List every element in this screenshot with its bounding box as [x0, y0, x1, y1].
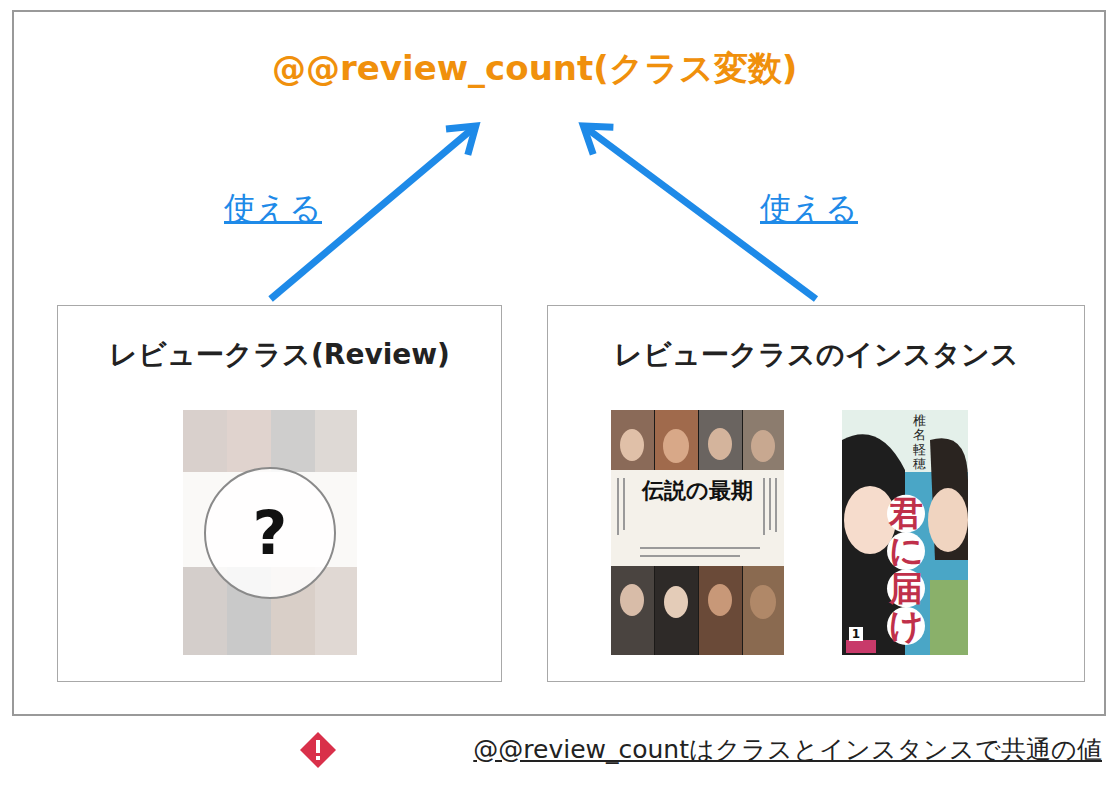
edge-label: 使える [222, 187, 324, 231]
manga-title: 君に届け [889, 495, 923, 645]
volume-number: 1 [849, 627, 863, 641]
arrow-head [583, 126, 613, 154]
class-variable-title: @@review_count(クラス変数) [266, 44, 804, 94]
edge-label: 使える [758, 187, 860, 231]
manga-author: 椎名軽穂 [913, 414, 926, 471]
arrow-head [446, 126, 476, 155]
manga-cover [842, 410, 968, 655]
class-box: レビュークラスのインスタンス [547, 305, 1085, 682]
question-mark: ? [220, 493, 320, 573]
box-heading: レビュークラスのインスタンス [548, 336, 1084, 374]
caption: @@review_countはクラスとインスタンスで共通の値 [473, 733, 1102, 766]
title-text: @@review_count(クラス変数) [272, 46, 798, 92]
outer-frame [13, 11, 1105, 715]
movie-poster [611, 410, 784, 655]
poster-title: 伝説の最期 [622, 476, 772, 506]
warning-icon [300, 732, 336, 768]
question-circle [205, 468, 335, 598]
faded-poster [183, 410, 357, 655]
box-heading: レビュークラス(Review) [58, 336, 501, 374]
class-box: レビュークラス(Review) [57, 305, 502, 682]
